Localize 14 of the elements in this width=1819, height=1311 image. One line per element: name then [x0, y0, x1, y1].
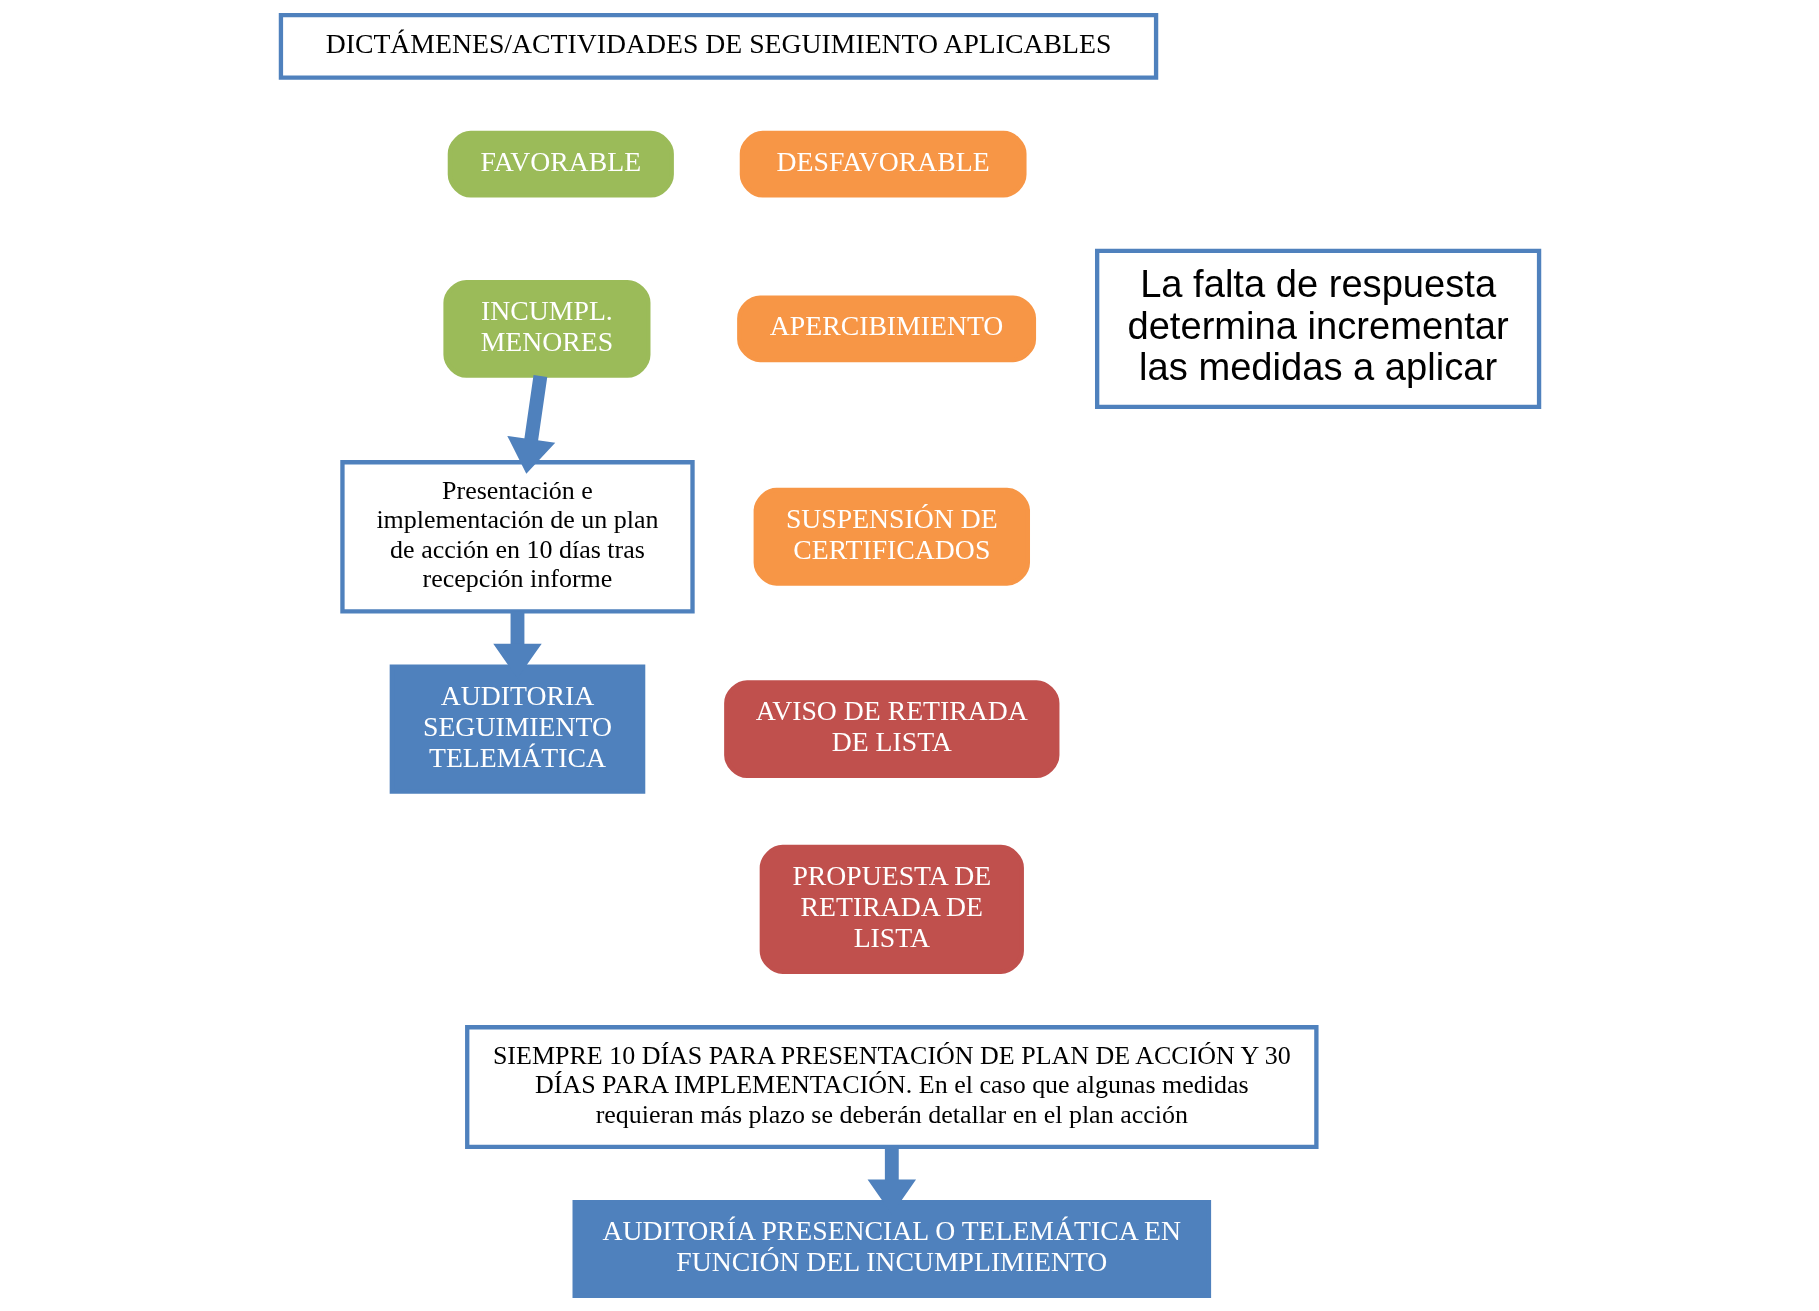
node-box: SIEMPRE 10 DÍAS PARA PRESENTACIÓN DE PLAN DE ACCIÓN Y 30 DÍAS PARA IMPLEMENTACIÓN. En el caso que algunas medidas requieran más plazo se deberán detallar en el plan acción [464, 1025, 1319, 1149]
node-box: APERCIBIMIENTO [736, 295, 1036, 363]
node-box: Presentación e implementación de un plan de acción en 10 días tras recepción informe [339, 460, 695, 614]
node-box: INCUMPL. MENORES [442, 279, 650, 378]
node-box: SUSPENSIÓN DE CERTIFICADOS [753, 487, 1030, 586]
arrow [506, 374, 555, 474]
node-box: DICTÁMENES/ACTIVIDADES DE SEGUIMIENTO APLICABLES [278, 13, 1158, 80]
node-box: PROPUESTA DE RETIRADA DE LISTA [759, 844, 1024, 974]
node-box: AUDITORIA SEGUIMIENTO TELEMÁTICA [389, 664, 645, 794]
node-box: AVISO DE RETIRADA DE LISTA [723, 680, 1059, 779]
node-box: DESFAVORABLE [739, 130, 1027, 198]
node-box: La falta de respuesta determina incrementar las medidas a aplicar [1094, 248, 1541, 409]
node-box: AUDITORÍA PRESENCIAL O TELEMÁTICA EN FUNCIÓN DEL INCUMPLIMIENTO [572, 1200, 1211, 1298]
node-box: FAVORABLE [447, 130, 674, 198]
